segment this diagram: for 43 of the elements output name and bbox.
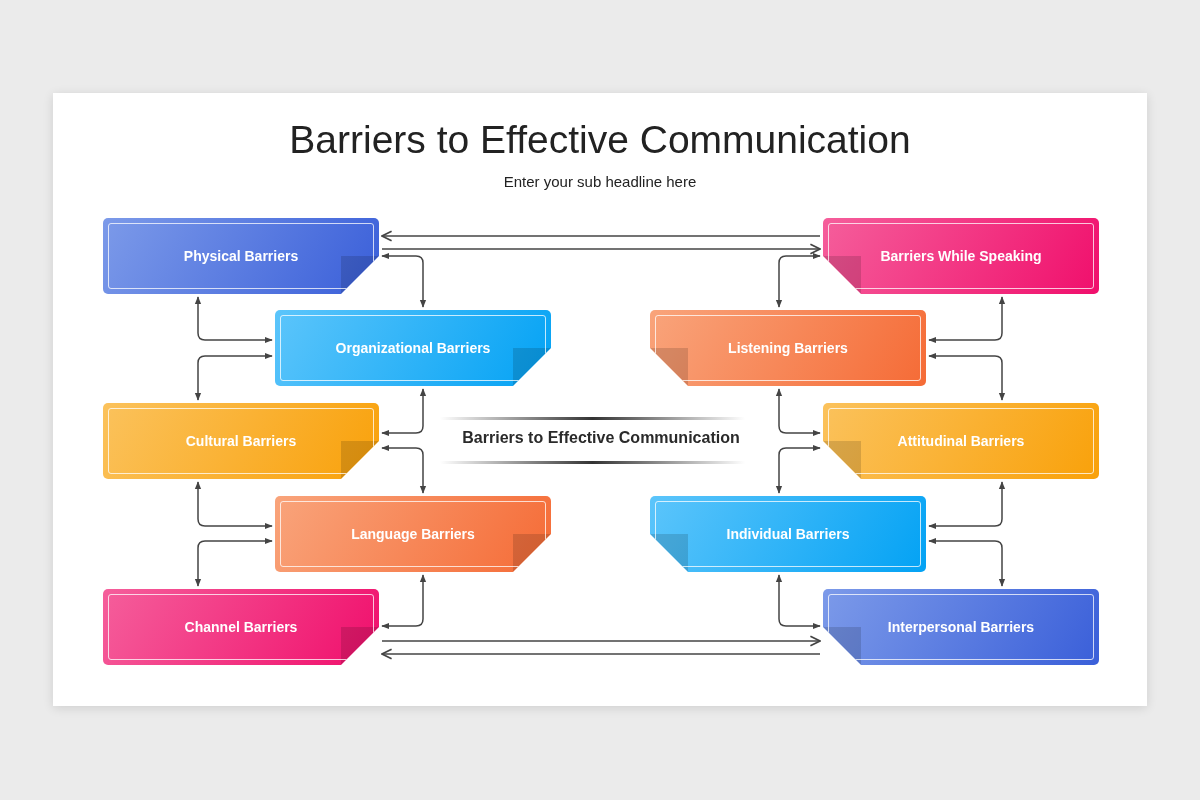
note-box (650, 496, 926, 572)
connector-arrow (928, 352, 1006, 401)
box-label: Cultural Barriers (185, 433, 297, 449)
title: Barriers to Effective Communication (288, 118, 912, 162)
note-box (823, 403, 1099, 479)
box-label: Listening Barriers (728, 340, 848, 356)
connector-arrow (381, 444, 427, 494)
connector-arrow (194, 296, 273, 344)
note-box (823, 589, 1099, 665)
box-label: Attitudinal Barriers (897, 433, 1025, 449)
connector-arrow (381, 230, 821, 242)
connector-arrow (194, 537, 273, 587)
connector-arrow (381, 243, 821, 255)
box-label: Barriers While Speaking (880, 248, 1042, 264)
connector-arrow (381, 388, 427, 437)
connector-arrow (775, 388, 821, 437)
subtitle: Enter your sub headline here (503, 173, 697, 190)
box-label: Interpersonal Barriers (887, 619, 1035, 635)
note-box (103, 218, 379, 294)
connector-arrow (194, 352, 273, 401)
connector-arrow (775, 444, 821, 494)
box-label: Individual Barriers (726, 526, 850, 542)
note-box (275, 310, 551, 386)
note-box (823, 218, 1099, 294)
connector-arrow (775, 252, 821, 308)
note-box (103, 403, 379, 479)
note-box (650, 310, 926, 386)
connector-arrow (381, 648, 821, 660)
connector-arrow (928, 537, 1006, 587)
connector-arrow (928, 296, 1006, 344)
note-box (103, 589, 379, 665)
connector-arrow (775, 574, 821, 630)
connector-arrow (381, 635, 821, 647)
connector-arrow (928, 481, 1006, 530)
center-heading: Barriers to Effective Communication (462, 429, 740, 446)
box-label: Organizational Barriers (335, 340, 491, 356)
box-label: Channel Barriers (184, 619, 298, 635)
box-label: Language Barriers (351, 526, 475, 542)
connector-arrow (381, 252, 427, 308)
note-box (275, 496, 551, 572)
connector-arrow (381, 574, 427, 630)
box-label: Physical Barriers (183, 248, 299, 264)
connector-arrow (194, 481, 273, 530)
